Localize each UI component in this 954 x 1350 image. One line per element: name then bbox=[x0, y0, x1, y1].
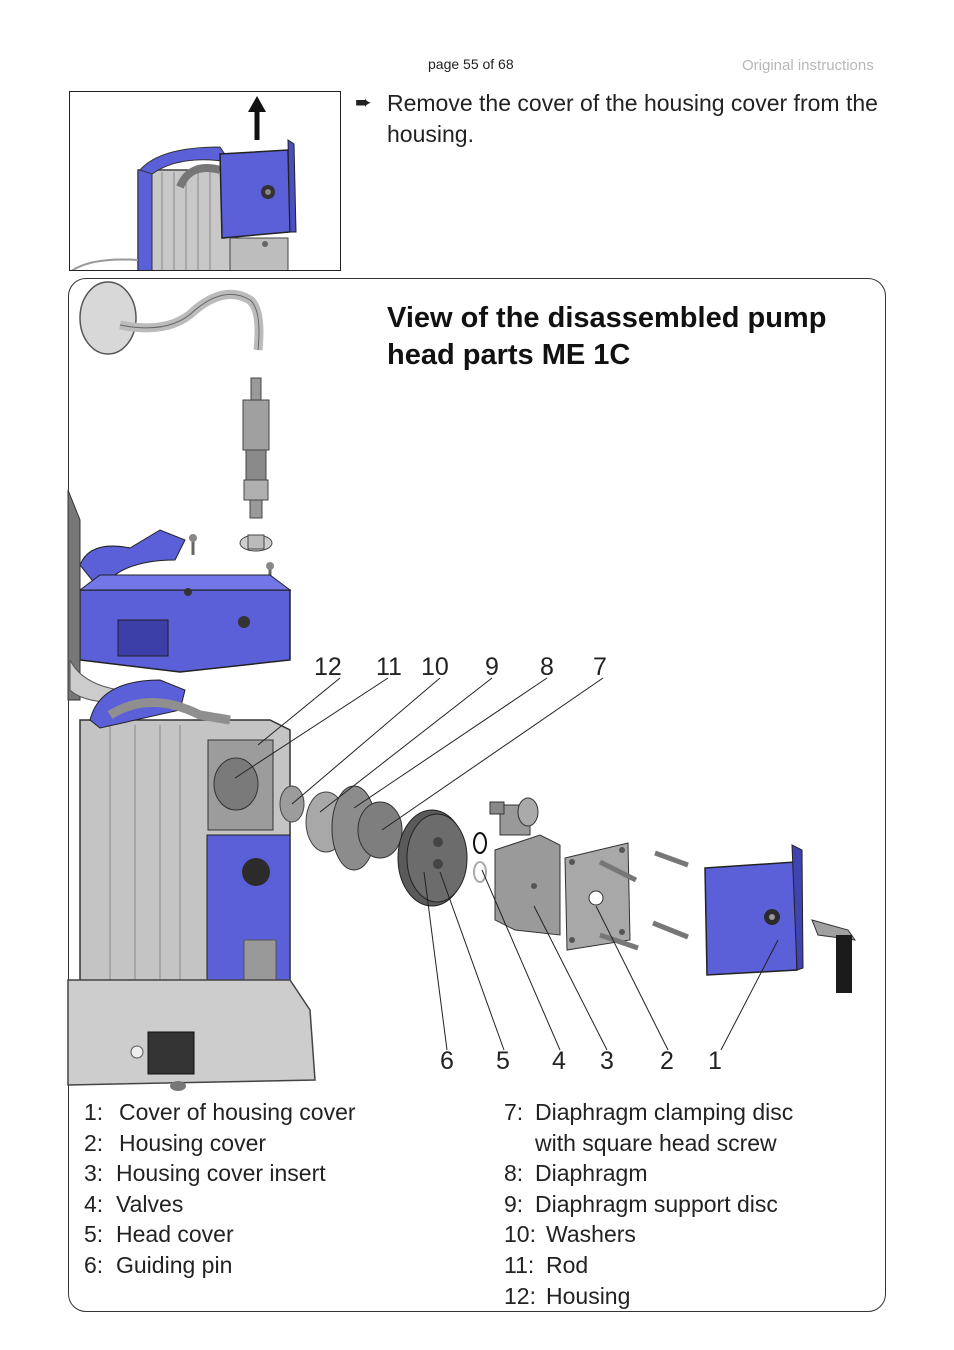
figure-title: View of the disassembled pump head parts… bbox=[387, 302, 827, 371]
callout-1: 1 bbox=[708, 1047, 722, 1075]
legend-item: 6:Guiding pin bbox=[84, 1251, 233, 1278]
step-illustration bbox=[69, 91, 341, 271]
callout-7: 7 bbox=[593, 653, 607, 681]
callout-9: 9 bbox=[485, 653, 499, 681]
legend-item: 5:Head cover bbox=[84, 1221, 234, 1248]
callout-2: 2 bbox=[660, 1047, 674, 1075]
figure-frame bbox=[68, 278, 886, 1312]
legend-item: 9:Diaphragm support disc bbox=[504, 1190, 778, 1217]
callout-3: 3 bbox=[600, 1047, 614, 1075]
document-label: Original instructions bbox=[742, 57, 874, 74]
callout-4: 4 bbox=[552, 1047, 566, 1075]
parts-legend-left: 1:Cover of housing cover 2:Housing cover… bbox=[84, 1097, 474, 1281]
callout-6: 6 bbox=[440, 1047, 454, 1075]
legend-item: 7:Diaphragm clamping disc bbox=[504, 1099, 794, 1125]
legend-item: 3:Housing cover insert bbox=[84, 1160, 326, 1187]
legend-item: with square head screw bbox=[535, 1129, 777, 1156]
callout-8: 8 bbox=[540, 653, 554, 681]
instruction-text: Remove the cover of the housing cover fr… bbox=[387, 90, 878, 147]
legend-item: 1:Cover of housing cover bbox=[84, 1099, 356, 1125]
callout-10: 10 bbox=[421, 653, 449, 681]
legend-item: 10:Washers bbox=[504, 1221, 636, 1248]
arrow-right-icon: ➨ bbox=[355, 92, 372, 114]
callout-5: 5 bbox=[496, 1047, 510, 1075]
callout-11: 11 bbox=[376, 653, 402, 681]
legend-item: 8:Diaphragm bbox=[504, 1160, 648, 1187]
legend-item: 11:Rod bbox=[504, 1251, 589, 1278]
legend-item: 2:Housing cover bbox=[84, 1129, 267, 1156]
callout-12: 12 bbox=[314, 653, 342, 681]
legend-item: 12:Housing bbox=[504, 1282, 631, 1309]
page-number: page 55 of 68 bbox=[428, 56, 514, 72]
parts-legend-right: 7:Diaphragm clamping disc with square he… bbox=[504, 1097, 874, 1311]
legend-item: 4:Valves bbox=[84, 1190, 184, 1217]
